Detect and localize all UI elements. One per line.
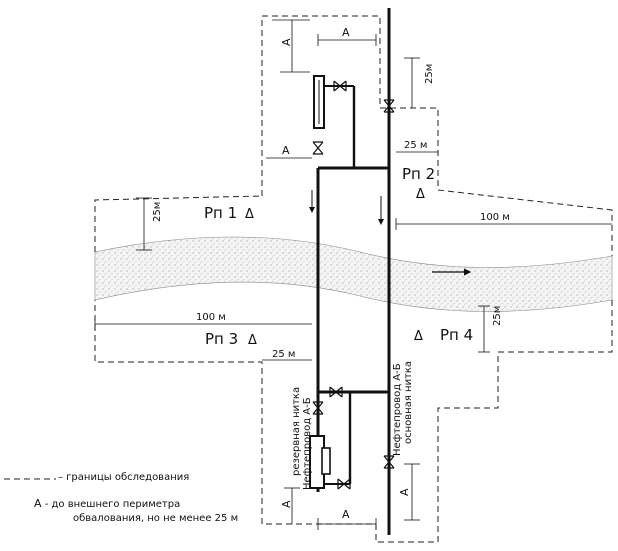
dim-100-left: 100 м <box>196 312 226 323</box>
legend-a-cont: обвалования, но не менее 25 м <box>73 513 238 524</box>
dim-100-right: 100 м <box>480 212 510 223</box>
dim-25-right: 25 м <box>404 140 427 151</box>
legend-border-text: – границы обследования <box>58 472 190 483</box>
dim-a-bottom-right: А <box>398 488 411 496</box>
main-pipeline-label-1: Нефтепровод А-Б <box>392 363 403 456</box>
pipe-flow-arrows <box>309 190 384 225</box>
legend-a-text-2: обвалования, но не менее 25 м <box>73 513 239 524</box>
zone-label-rp2: Рп 2 <box>402 165 435 183</box>
zone-label-rp4: Рп 4 <box>440 326 473 344</box>
legend-border: – границы обследования <box>58 472 189 483</box>
legend-a-symbol: А <box>34 497 42 510</box>
triangle-icon: Δ <box>245 207 254 222</box>
dim-a-bottom-left: А <box>280 500 293 508</box>
dim-25-right-top: 25м <box>424 64 435 84</box>
backup-pipeline-label-1: Нефтепровод А-Б <box>302 397 313 490</box>
dim-25-right-bank: 25м <box>492 306 503 326</box>
zone-label-rp1: Рп 1 <box>204 204 237 222</box>
backup-pipeline-label-2: резервная нитка <box>291 387 302 476</box>
river <box>94 236 613 312</box>
valve-icon <box>312 80 395 490</box>
lower-valve-block-inner <box>321 447 331 475</box>
legend-a-text-1: - до внешнего периметра <box>44 499 181 510</box>
legend-a: А - до внешнего периметра <box>34 497 180 510</box>
triangle-icon: Δ <box>248 333 257 348</box>
triangle-icon: Δ <box>414 329 423 344</box>
dim-a-top-left: А <box>280 38 293 46</box>
dim-a-left: А <box>282 144 290 157</box>
dim-a-bottom: А <box>342 508 350 521</box>
zone-label-rp3: Рп 3 <box>205 330 238 348</box>
dimension-lines <box>94 19 612 530</box>
triangle-icon: Δ <box>416 187 425 202</box>
dim-25-bottom-left: 25 м <box>272 349 295 360</box>
survey-boundary <box>94 15 613 543</box>
dim-25-left-bank: 25м <box>152 202 163 222</box>
dim-a-top: А <box>342 26 350 39</box>
main-pipeline-label-2: основная нитка <box>403 361 414 444</box>
